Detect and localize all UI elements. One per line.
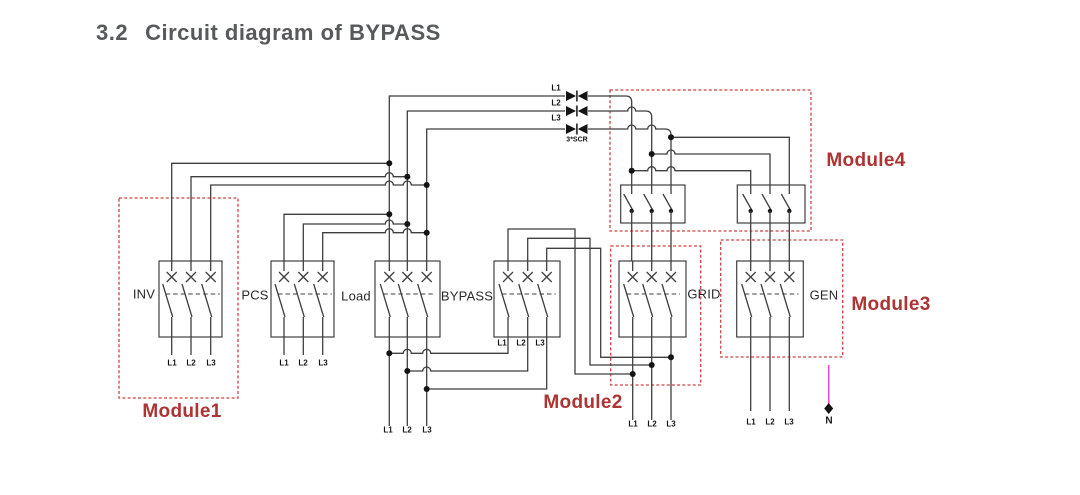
pcs-terminal-l2: L2 — [298, 358, 308, 368]
neutral-marker — [824, 403, 834, 414]
module4-label: Module4 — [826, 150, 906, 171]
scr-symbol-l3 — [566, 123, 588, 135]
module2-label: Module2 — [543, 392, 623, 413]
load-breaker-label: Load — [341, 288, 371, 304]
page-title: 3.2 Circuit diagram of BYPASS — [96, 20, 441, 46]
scr-phase-label-l1: L1 — [551, 83, 561, 93]
gen-terminal-l3: L3 — [784, 417, 794, 427]
inv-breaker — [158, 260, 223, 338]
gen-breaker-label: GEN — [809, 287, 839, 303]
bypass-terminal-l3: L3 — [535, 338, 545, 348]
scr-phase-label-l3: L3 — [551, 113, 561, 123]
pcs-breaker — [270, 260, 335, 338]
junction-dots — [386, 134, 674, 392]
module2-boundary — [610, 245, 702, 386]
gen-terminal-l1: L1 — [746, 417, 756, 427]
bypass-breaker-label: BYPASS — [440, 288, 494, 304]
wires — [171, 95, 790, 426]
scr-label: 3*SCR — [566, 136, 588, 144]
load-terminal-l3: L3 — [422, 425, 432, 435]
gen-breaker — [736, 260, 804, 338]
inv-breaker-label: INV — [132, 286, 156, 302]
grid-breaker — [618, 260, 687, 338]
neutral-line — [824, 365, 834, 414]
bypass-terminal-l2: L2 — [516, 338, 526, 348]
pcs-terminal-l3: L3 — [318, 358, 328, 368]
section-number: 3.2 — [96, 20, 129, 45]
section-title: Circuit diagram of BYPASS — [145, 20, 441, 45]
scr-symbol-l2 — [566, 105, 588, 117]
load-terminal-l1: L1 — [383, 425, 393, 435]
grid-terminal-l2: L2 — [647, 419, 657, 429]
inv-terminal-l2: L2 — [186, 358, 196, 368]
gen-contactor — [736, 184, 806, 224]
bypass-terminal-l1: L1 — [497, 338, 507, 348]
module1-boundary — [118, 197, 239, 399]
grid-terminal-l3: L3 — [666, 419, 676, 429]
bypass-breaker — [493, 260, 561, 338]
pcs-terminal-l1: L1 — [279, 358, 289, 368]
neutral-label: N — [825, 415, 833, 427]
grid-terminal-l1: L1 — [628, 419, 638, 429]
module1-label: Module1 — [142, 401, 222, 422]
inv-terminal-l1: L1 — [167, 358, 177, 368]
grid-contactor — [620, 184, 686, 224]
grid-breaker-label: GRID — [687, 286, 721, 302]
inv-terminal-l3: L3 — [206, 358, 216, 368]
load-breaker — [374, 260, 441, 338]
scr-phase-label-l2: L2 — [551, 98, 561, 108]
pcs-breaker-label: PCS — [241, 287, 269, 303]
load-terminal-l2: L2 — [402, 425, 412, 435]
module4-boundary — [609, 89, 812, 232]
module3-label: Module3 — [851, 294, 931, 315]
gen-terminal-l2: L2 — [765, 417, 775, 427]
scr-symbol-l1 — [566, 90, 588, 102]
